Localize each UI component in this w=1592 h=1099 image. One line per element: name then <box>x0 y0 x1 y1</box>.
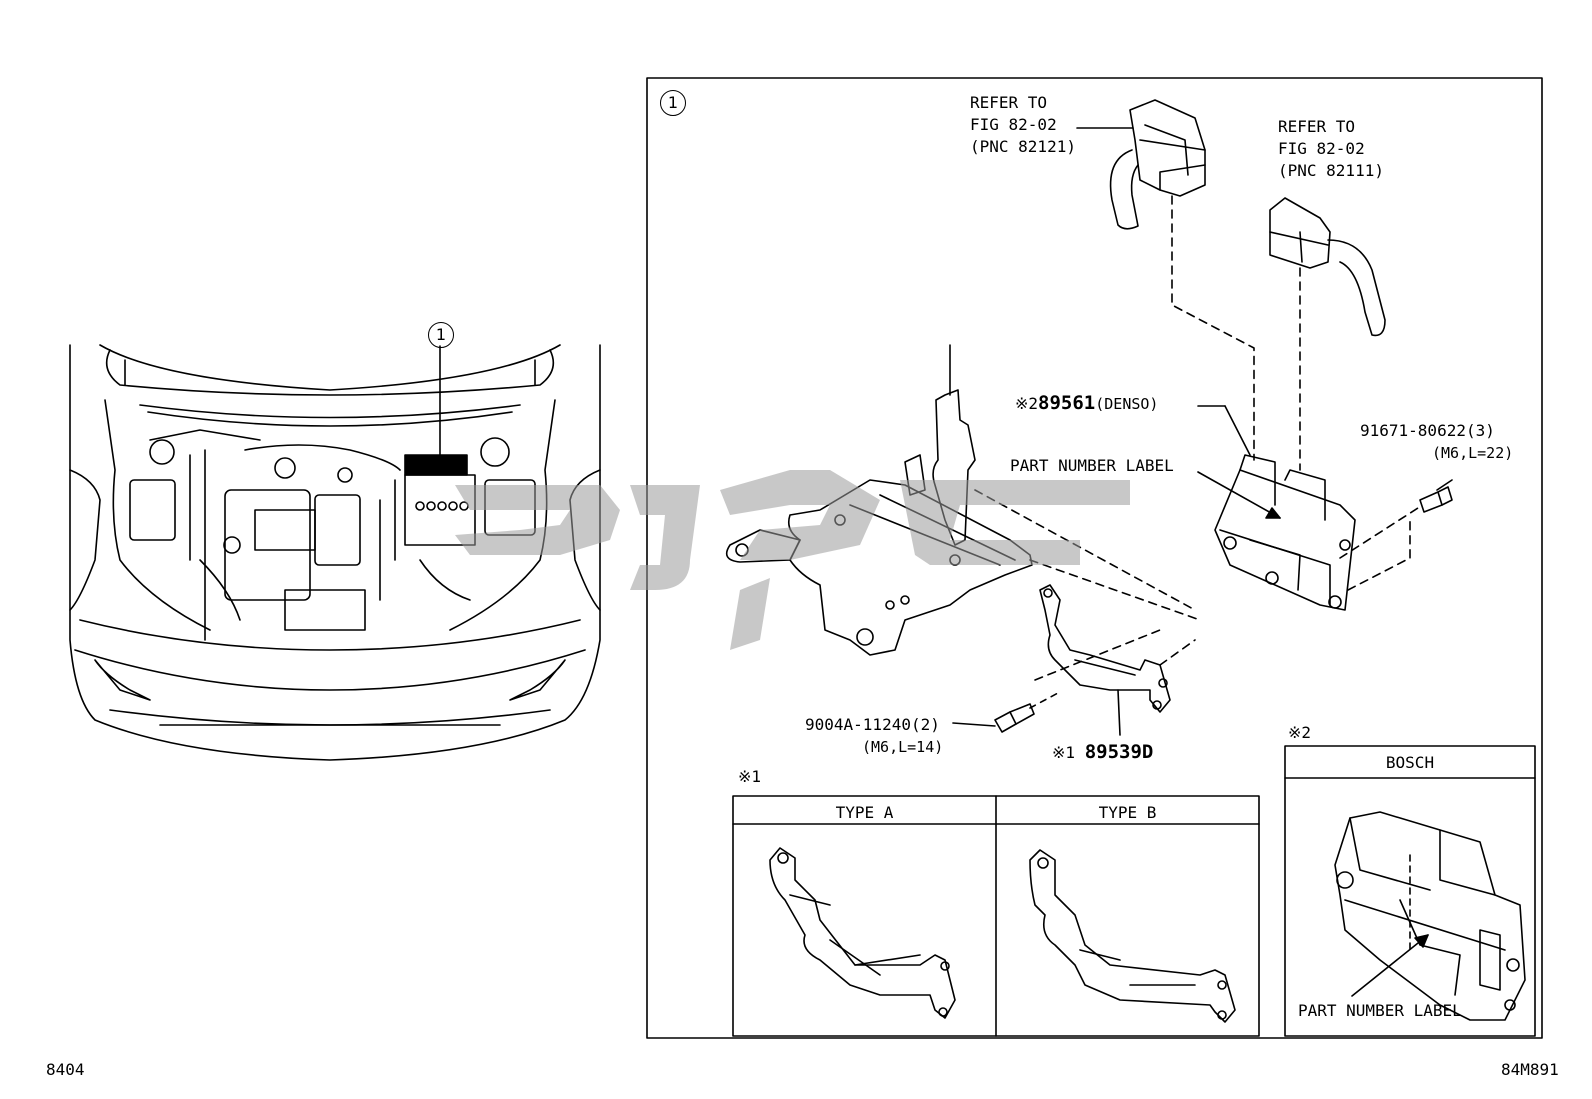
connector-82121 <box>1076 99 1255 461</box>
figure-code: 84M891 <box>1501 1060 1559 1079</box>
ecu-part-number: 89561 <box>1038 392 1096 414</box>
detail-callout-circle: 1 <box>660 90 686 116</box>
ecu-mark: ※2 <box>1015 394 1039 413</box>
refer-left-line-1: REFER TO <box>970 93 1048 112</box>
bosch-part-number-label: PART NUMBER LABEL <box>1298 1001 1462 1020</box>
inset1-mark: ※1 <box>738 767 762 786</box>
watermark-logo <box>455 470 1130 650</box>
refer-left-line-3: (PNC 82121) <box>970 137 1076 156</box>
connector-82111 <box>1269 197 1386 471</box>
ecu-denso <box>1197 405 1356 611</box>
detail-frame <box>646 77 1543 1039</box>
bracket-89539d <box>1034 584 1196 736</box>
bosch-heading: BOSCH <box>1385 753 1435 772</box>
bolt-right-part-number: 91671-80622(3) <box>1360 421 1495 440</box>
bolt-91671 <box>1339 479 1453 591</box>
bolt-left-part-number: 9004A-11240(2) <box>805 715 940 734</box>
part-number-label-text: PART NUMBER LABEL <box>1010 456 1174 475</box>
bracket-part-number: 89539D <box>1084 741 1154 763</box>
inset-bosch <box>1284 745 1536 1037</box>
type-a-heading: TYPE A <box>835 803 894 822</box>
bolt-right-spec: (M6,L=22) <box>1432 444 1514 462</box>
overview-callout-circle: 1 <box>428 322 454 348</box>
refer-right-line-1: REFER TO <box>1278 117 1356 136</box>
page-code: 8404 <box>46 1060 85 1079</box>
ecu-maker: (DENSO) <box>1095 395 1159 413</box>
label-leader <box>1197 471 1281 519</box>
refer-left-line-2: FIG 82-02 <box>970 115 1057 134</box>
bracket-mark: ※1 <box>1052 743 1076 762</box>
ecu-callout: ※289561(DENSO) <box>1015 393 1158 415</box>
refer-right-line-2: FIG 82-02 <box>1278 139 1365 158</box>
inset-types <box>732 795 1260 1037</box>
inset2-mark: ※2 <box>1288 723 1312 742</box>
refer-right-line-3: (PNC 82111) <box>1278 161 1384 180</box>
type-b-heading: TYPE B <box>1098 803 1157 822</box>
bolt-9004a <box>952 692 1059 733</box>
bolt-left-spec: (M6,L=14) <box>862 738 944 756</box>
bracket-callout: ※1 89539D <box>1052 742 1153 763</box>
